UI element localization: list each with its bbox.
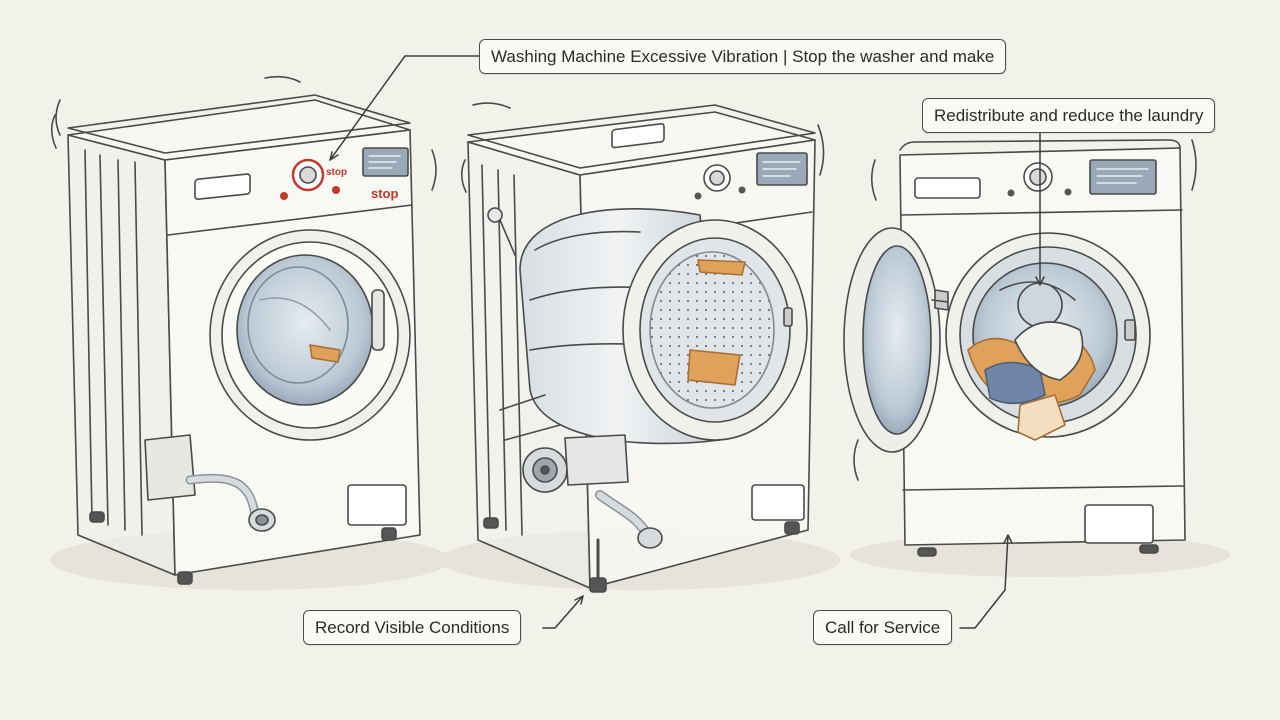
washer-middle-cutaway: [460, 102, 825, 593]
callout-leaders: [329, 55, 1045, 629]
callout-redistribute-laundry: Redistribute and reduce the laundry: [922, 98, 1216, 133]
callout-call-service: Call for Service: [813, 610, 953, 645]
stop-label-small: stop: [326, 167, 347, 178]
leveling-foot: [589, 577, 607, 593]
washer-left: stop stop: [50, 75, 437, 585]
stop-label-large: stop: [371, 186, 399, 201]
washer-right-open: [843, 139, 1197, 557]
callout-stop-washer: Washing Machine Excessive Vibration | St…: [479, 39, 1007, 74]
vibration-lines-left: [50, 114, 57, 149]
callout-record-conditions: Record Visible Conditions: [303, 610, 522, 645]
